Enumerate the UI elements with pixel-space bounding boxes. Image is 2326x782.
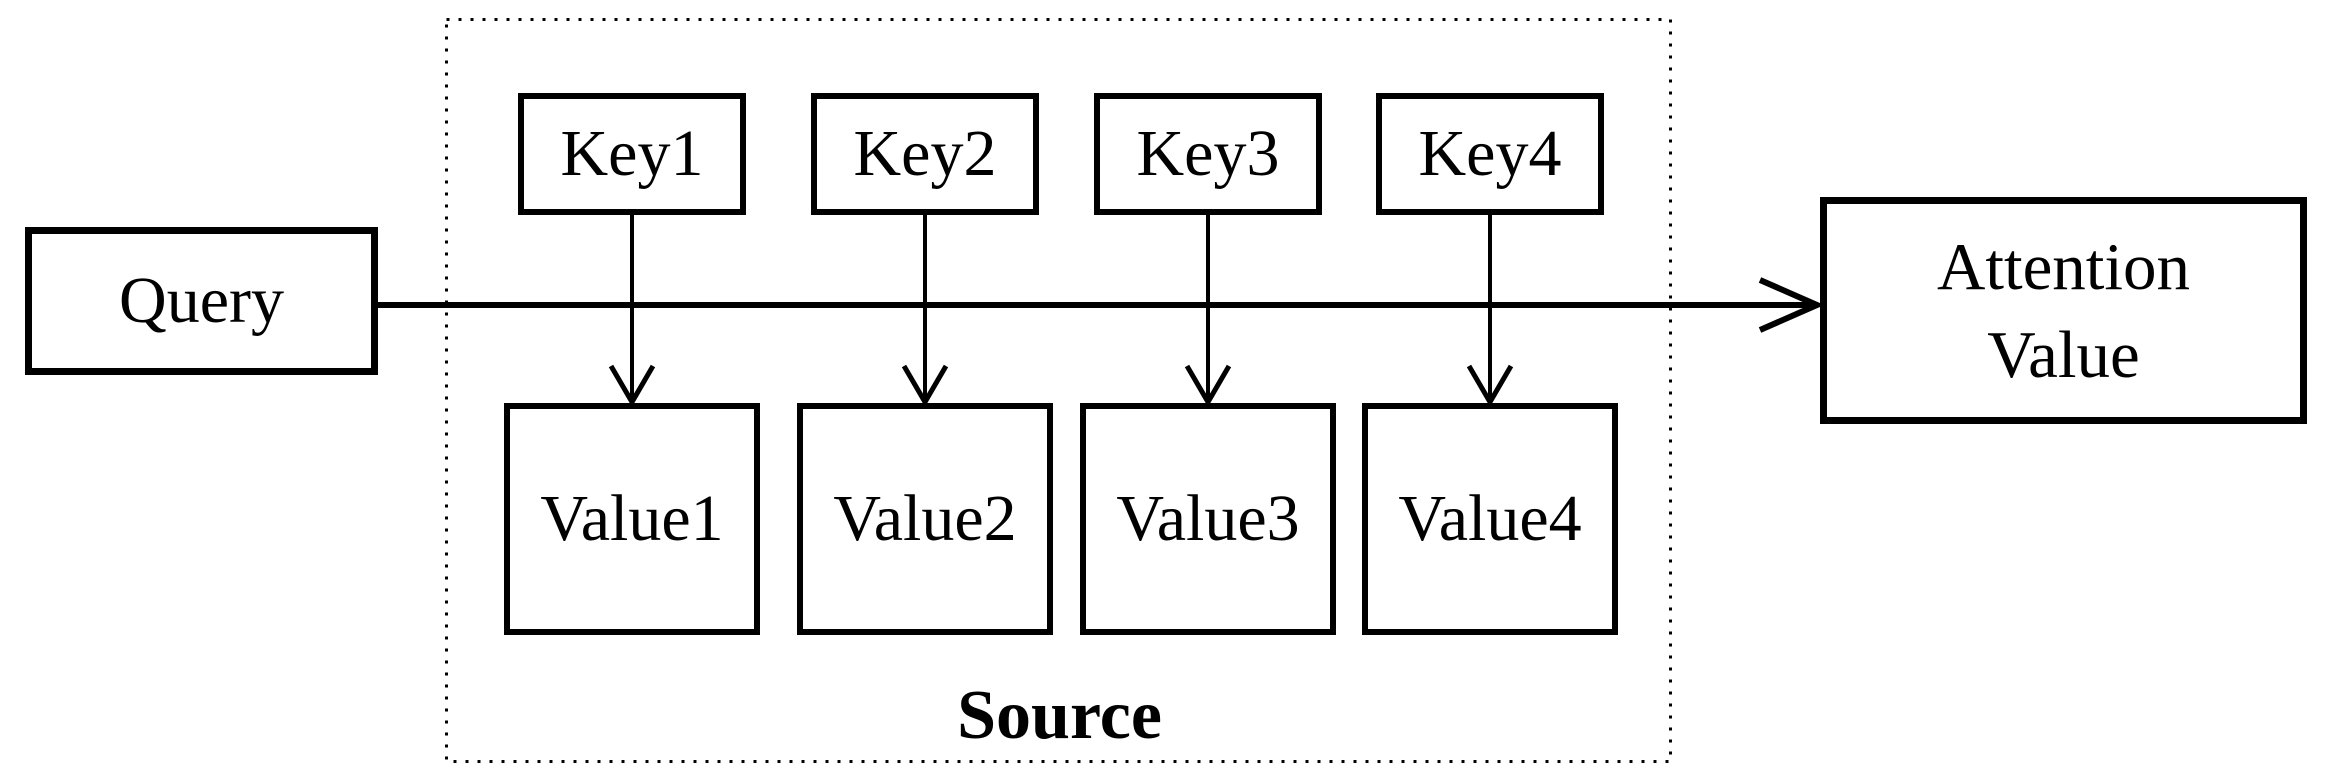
value3-node-label: Value3 bbox=[1116, 482, 1300, 555]
key4-node-label: Key4 bbox=[1418, 117, 1562, 190]
key2-to-value2-arrowhead-icon bbox=[901, 364, 949, 407]
value1-node: Value1 bbox=[504, 403, 760, 635]
key3-to-value3-arrowhead-icon bbox=[1184, 364, 1232, 407]
attention-value-node: Attention Value bbox=[1820, 197, 2307, 424]
value2-node: Value2 bbox=[797, 403, 1053, 635]
value1-node-label: Value1 bbox=[540, 482, 724, 555]
query-node: Query bbox=[25, 227, 378, 375]
key2-node: Key2 bbox=[811, 93, 1039, 215]
value4-node-label: Value4 bbox=[1398, 482, 1582, 555]
key1-node-label: Key1 bbox=[560, 117, 704, 190]
key1-to-value1-arrowhead-icon bbox=[608, 364, 656, 407]
source-group-dotted-border bbox=[445, 18, 1672, 763]
value2-node-label: Value2 bbox=[833, 482, 1017, 555]
key3-node-label: Key3 bbox=[1136, 117, 1280, 190]
key2-node-label: Key2 bbox=[853, 117, 997, 190]
key4-node: Key4 bbox=[1376, 93, 1604, 215]
query-to-attention-arrowhead-icon bbox=[1758, 277, 1825, 333]
value3-node: Value3 bbox=[1080, 403, 1336, 635]
value4-node: Value4 bbox=[1362, 403, 1618, 635]
source-group-label: Source bbox=[957, 677, 1162, 754]
attention-value-label-line2: Value bbox=[1987, 317, 2140, 392]
key4-to-value4-arrowhead-icon bbox=[1466, 364, 1514, 407]
attention-value-node-label: Attention Value bbox=[1937, 223, 2190, 399]
query-node-label: Query bbox=[119, 264, 284, 337]
key3-node: Key3 bbox=[1094, 93, 1322, 215]
attention-value-label-line1: Attention bbox=[1936, 229, 2191, 304]
key1-node: Key1 bbox=[518, 93, 746, 215]
